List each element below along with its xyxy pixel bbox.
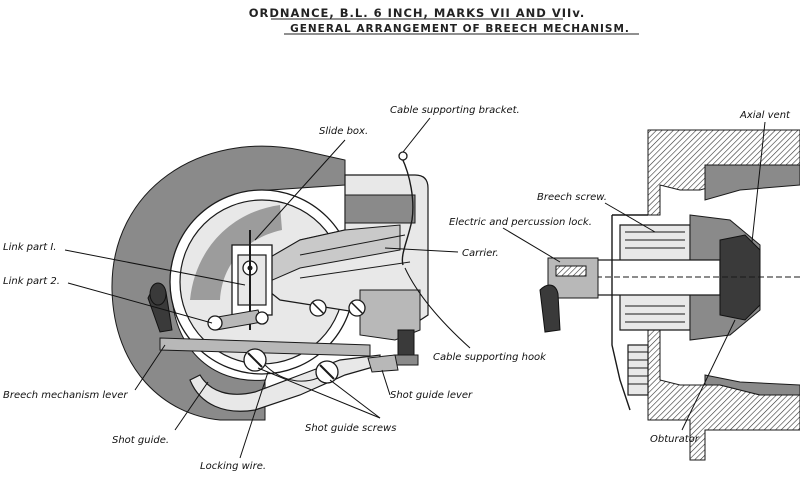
shot-guide-screw-1-slot [247, 352, 263, 368]
leader-lines [64, 117, 766, 459]
leader-cable-bracket [402, 117, 431, 153]
label-carrier: Carrier. [462, 248, 499, 259]
leader-link-2 [67, 282, 213, 324]
leader-screws-2 [329, 379, 381, 419]
locking-wire [264, 364, 319, 382]
link-pivot-2 [255, 311, 269, 325]
lock-handle [539, 284, 561, 333]
title-block: ORDNANCE, B.L. 6 INCH, MARKS VII AND VII… [249, 6, 639, 35]
leader-cable-hook [404, 267, 471, 349]
section-body-bottom [647, 329, 800, 461]
lock-spring [555, 265, 587, 277]
carrier-shade [261, 224, 401, 283]
leader-axial-vent [751, 121, 766, 243]
carrier-top-plate [344, 194, 416, 224]
leader-breech-screw [604, 202, 656, 233]
leader-obturator [681, 319, 736, 431]
cable-bracket-wire [401, 157, 414, 266]
label-breech-screw: Breech screw. [537, 192, 607, 203]
label-shot-guide-lever: Shot guide lever [390, 390, 473, 401]
hinge-pin-cap [393, 354, 419, 366]
link-pivot-1 [207, 315, 223, 331]
leader-screws-1 [257, 367, 381, 419]
section-carrier [611, 214, 648, 411]
bm-lever-grip [149, 282, 167, 306]
leader-locking-wire [239, 371, 269, 459]
section-hinge [627, 344, 649, 396]
section-hinge-threads [628, 351, 648, 385]
label-obturator: Obturator [650, 434, 700, 445]
bore-liner-top [704, 164, 800, 201]
label-shot-guide-screws: Shot guide screws [305, 423, 396, 434]
carrier-line-2 [299, 261, 411, 279]
label-link-part-2: Link part 2. [3, 276, 60, 287]
label-electric-and-percussion-lock: Electric and percussion lock. [449, 217, 592, 228]
label-shot-guide: Shot guide. [112, 435, 169, 446]
carrier-screw-1-slot [311, 301, 325, 315]
carrier-screw-2-slot [350, 301, 364, 315]
label-link-part-1: Link part I. [3, 242, 56, 253]
leader-carrier [384, 247, 459, 253]
labels: Cable supporting bracket. Slide box. Lin… [3, 105, 791, 472]
label-locking-wire: Locking wire. [200, 461, 266, 472]
label-slide-box: Slide box. [319, 126, 368, 137]
shot-guide-lever [367, 354, 399, 373]
label-cable-supporting-hook: Cable supporting hook [433, 352, 547, 363]
leader-shot-guide-lever [381, 369, 391, 396]
leader-link-1 [64, 249, 246, 286]
carrier-line-1 [299, 234, 406, 256]
label-axial-vent: Axial vent [739, 110, 791, 121]
label-cable-supporting-bracket: Cable supporting bracket. [390, 105, 520, 116]
breech-section-view [539, 129, 800, 461]
cable-bracket-eye [398, 151, 408, 161]
breech-face-view [111, 145, 429, 421]
title-line-1: ORDNANCE, B.L. 6 INCH, MARKS VII AND VII… [249, 6, 586, 20]
shot-guide-screw-2-slot [319, 364, 335, 380]
leader-bm-lever [134, 344, 166, 391]
leader-slide-box [254, 139, 346, 241]
leader-lock [502, 227, 561, 263]
title-line-2: GENERAL ARRANGEMENT OF BREECH MECHANISM. [290, 23, 630, 35]
label-breech-mechanism-lever: Breech mechanism lever [3, 390, 128, 401]
leader-shot-guide [174, 381, 209, 431]
bore-liner-bottom [704, 374, 800, 396]
